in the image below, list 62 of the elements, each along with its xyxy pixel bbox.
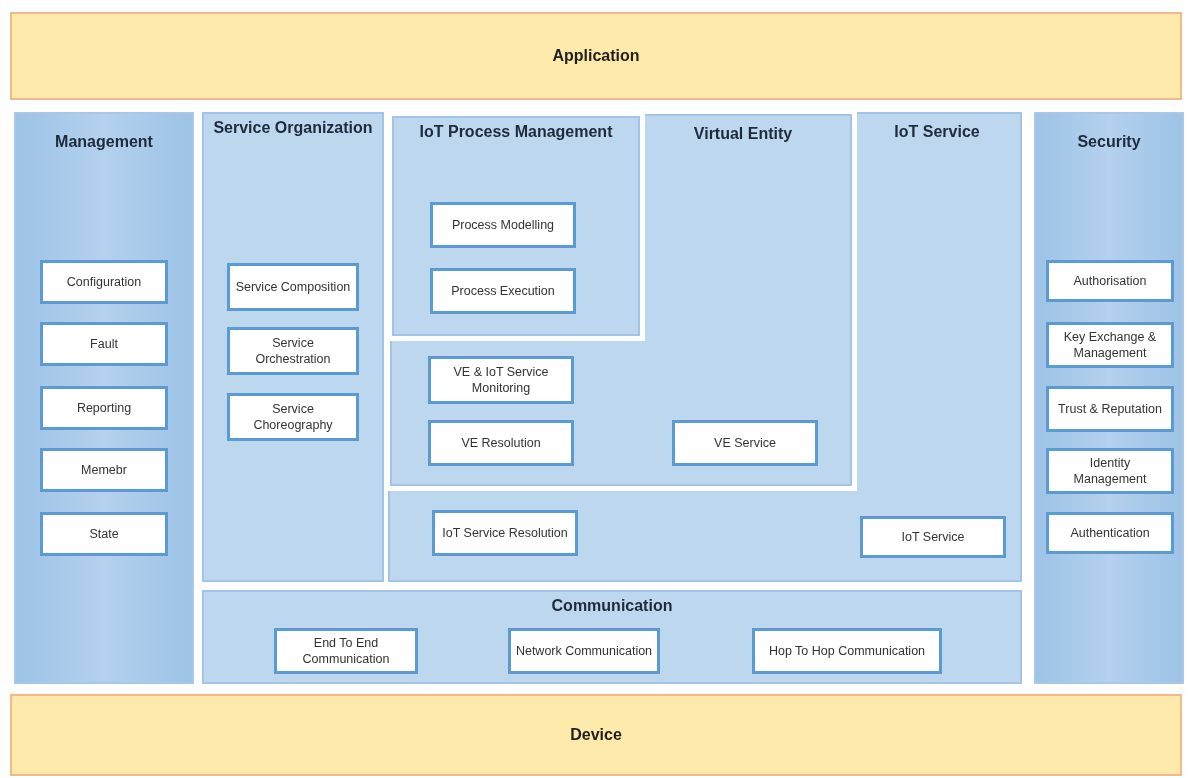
component-box: [430, 268, 576, 314]
component-label: VE Service: [714, 434, 776, 452]
component-label: Service Orchestration: [254, 334, 332, 368]
component-label: Process Modelling: [451, 216, 555, 234]
panel-title: Security: [1076, 132, 1142, 152]
functional-group-panel: [388, 112, 1022, 582]
side-column-panel: [14, 112, 194, 684]
component-label: Hop To Hop Communication: [768, 642, 926, 660]
component-box: [40, 260, 168, 304]
component-label: Authentication: [1070, 524, 1150, 542]
component-label: Fault: [90, 335, 118, 353]
component-box: [508, 628, 660, 674]
component-box: [428, 420, 574, 466]
panel-title: IoT Process Management: [418, 122, 614, 142]
component-label: Memebr: [81, 461, 127, 479]
component-label: Configuration: [66, 273, 142, 291]
component-box: [432, 510, 578, 556]
layer-title: Device: [570, 725, 622, 745]
component-box: [1046, 260, 1174, 302]
component-box: [1046, 448, 1174, 494]
component-label: Network Communication: [515, 642, 653, 660]
side-column-panel: [1034, 112, 1184, 684]
panel-title: Management: [54, 132, 154, 152]
component-box: [428, 356, 574, 404]
component-box: [430, 202, 576, 248]
panel-title: Service Organization: [212, 118, 374, 138]
panel-title: Virtual Entity: [692, 124, 794, 144]
component-label: Reporting: [76, 399, 132, 417]
component-box: [227, 263, 359, 311]
component-box: [40, 386, 168, 430]
component-label: IoT Service: [901, 528, 965, 546]
panel-title: Communication: [550, 596, 674, 616]
component-label: Service Choreography: [252, 400, 334, 434]
component-label: End To End Communication: [301, 634, 391, 668]
component-box: [40, 448, 168, 492]
component-box: [1046, 322, 1174, 368]
component-box: [40, 322, 168, 366]
component-box: [40, 512, 168, 556]
component-label: Identity Management: [1072, 454, 1148, 488]
component-label: Trust & Reputation: [1058, 400, 1162, 418]
component-label: VE Resolution: [461, 434, 541, 452]
component-box: [752, 628, 942, 674]
component-box: [274, 628, 418, 674]
component-label: VE & IoT Service Monitoring: [452, 363, 550, 397]
component-label: Service Composition: [235, 278, 351, 296]
layer-band: [10, 12, 1182, 100]
functional-group-panel: [202, 112, 384, 582]
layer-band: [10, 694, 1182, 776]
component-box: [860, 516, 1006, 558]
component-box: [1046, 512, 1174, 554]
component-label: State: [89, 525, 119, 543]
component-label: Key Exchange & Management: [1062, 328, 1158, 362]
component-box: [227, 327, 359, 375]
component-label: IoT Service Resolution: [442, 524, 568, 542]
component-label: Process Execution: [451, 282, 555, 300]
component-label: Authorisation: [1073, 272, 1147, 290]
layer-title: Application: [552, 46, 640, 66]
component-box: [672, 420, 818, 466]
component-box: [1046, 386, 1174, 432]
functional-group-panel: [202, 590, 1022, 684]
panel-title: IoT Service: [893, 122, 981, 142]
component-box: [227, 393, 359, 441]
